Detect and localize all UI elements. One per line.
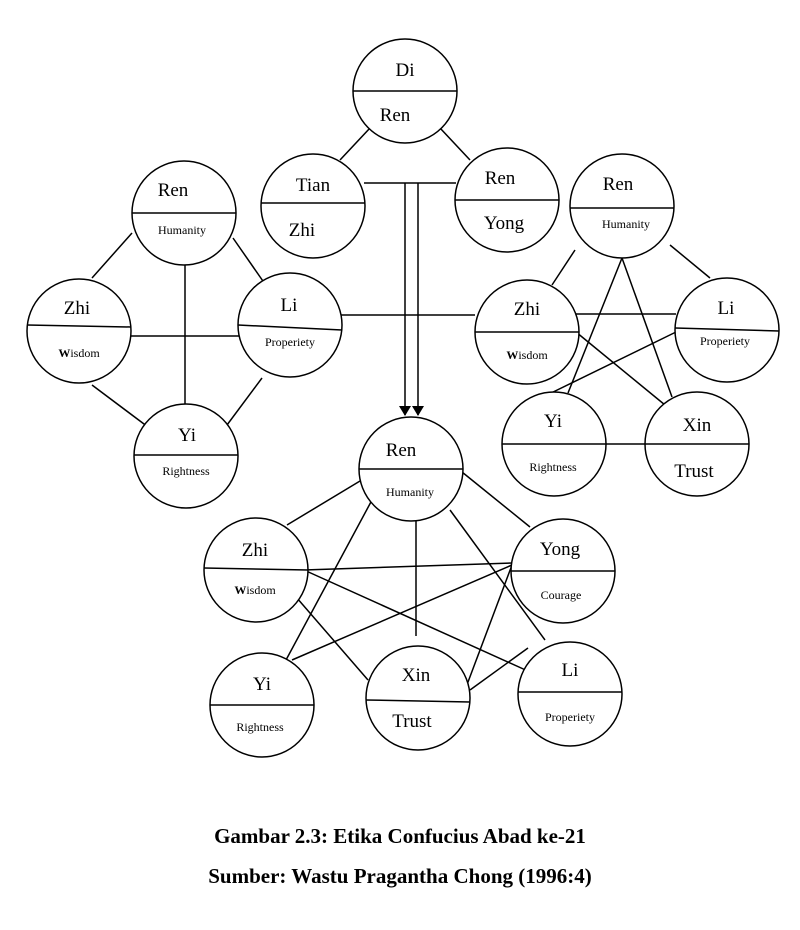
figure-caption-source: Sumber: Wastu Pragantha Chong (1996:4) (208, 864, 592, 888)
label-bottom: Rightness (236, 720, 284, 734)
divider (237, 324, 343, 331)
node-circles (26, 38, 780, 758)
label-top: Ren (386, 440, 417, 461)
label-bottom: Humanity (386, 485, 434, 499)
divider (203, 567, 309, 571)
label-bottom: Rightness (529, 460, 577, 474)
label-top: Ren (603, 174, 634, 195)
label-top: Zhi (514, 299, 540, 320)
label-top: Xin (402, 665, 431, 686)
line-byong-bxin (464, 564, 513, 691)
line-bren-byi (285, 499, 373, 661)
label-top: Di (396, 60, 415, 81)
divider (26, 324, 132, 328)
label-top: Xin (683, 415, 712, 436)
line-bzhi-bxin (289, 589, 369, 681)
line-lli-lyi (226, 377, 263, 426)
node-bottom-li (517, 641, 623, 747)
label-top: Ren (485, 168, 516, 189)
node-right-ren (569, 153, 675, 259)
node-top-tian (260, 153, 366, 259)
line-lzhi-lyi (91, 384, 149, 428)
figure-caption-title: Gambar 2.3: Etika Confucius Abad ke-21 (214, 824, 586, 848)
label-bottom: Trust (392, 711, 432, 732)
line-rren-rli (669, 244, 711, 279)
node-left-zhi (26, 278, 132, 384)
label-top: Yi (253, 674, 271, 695)
label-top: Yong (540, 539, 581, 560)
label-top: Li (562, 660, 579, 681)
label-top: Ren (158, 180, 189, 201)
line-bren-bli (449, 509, 546, 641)
label-bottom: Courage (541, 588, 582, 602)
line-lren-lzhi (91, 232, 133, 279)
line-bren-bzhi (286, 477, 366, 526)
label-bottom: Wisdom (234, 583, 276, 597)
label-bottom: Properiety (265, 335, 315, 349)
label-top: Li (281, 295, 298, 316)
label-top: Tian (296, 175, 331, 196)
label-bottom: Humanity (602, 217, 650, 231)
line-rren-rxin (621, 257, 673, 398)
node-bottom-xin (365, 645, 471, 751)
line-bzhi-byong (303, 562, 513, 571)
line-rren-rzhi (551, 249, 576, 286)
node-labels: Di Ren Tian Zhi Ren Yong Ren Humanity Zh… (58, 60, 750, 734)
line-di-renyong (439, 127, 471, 161)
label-top: Yi (178, 425, 196, 446)
label-bottom: Ren (380, 105, 411, 126)
label-bottom: Yong (484, 213, 525, 234)
line-byong-byi (291, 564, 513, 661)
label-bottom: Properiety (545, 710, 595, 724)
node-left-yi (133, 403, 239, 509)
line-bzhi-bli (303, 569, 531, 673)
line-rli-ryi (546, 331, 677, 396)
label-bottom: Trust (674, 461, 714, 482)
line-lren-lli (232, 237, 266, 285)
line-di-tian (339, 127, 371, 161)
label-bottom: Humanity (158, 223, 206, 237)
label-bottom: Wisdom (506, 348, 548, 362)
line-rren-ryi (567, 257, 623, 394)
line-rzhi-rxin (575, 331, 677, 415)
divider (674, 327, 780, 332)
connector-lines (91, 127, 711, 691)
label-top: Li (718, 298, 735, 319)
line-bxin-bli (469, 647, 529, 691)
label-top: Yi (544, 411, 562, 432)
divider (365, 699, 471, 703)
line-bren-byong (461, 471, 531, 528)
label-bottom: Zhi (289, 220, 315, 241)
label-top: Zhi (242, 540, 268, 561)
label-bottom: Wisdom (58, 346, 100, 360)
label-bottom: Properiety (700, 334, 750, 348)
label-top: Zhi (64, 298, 90, 319)
label-bottom: Rightness (162, 464, 210, 478)
